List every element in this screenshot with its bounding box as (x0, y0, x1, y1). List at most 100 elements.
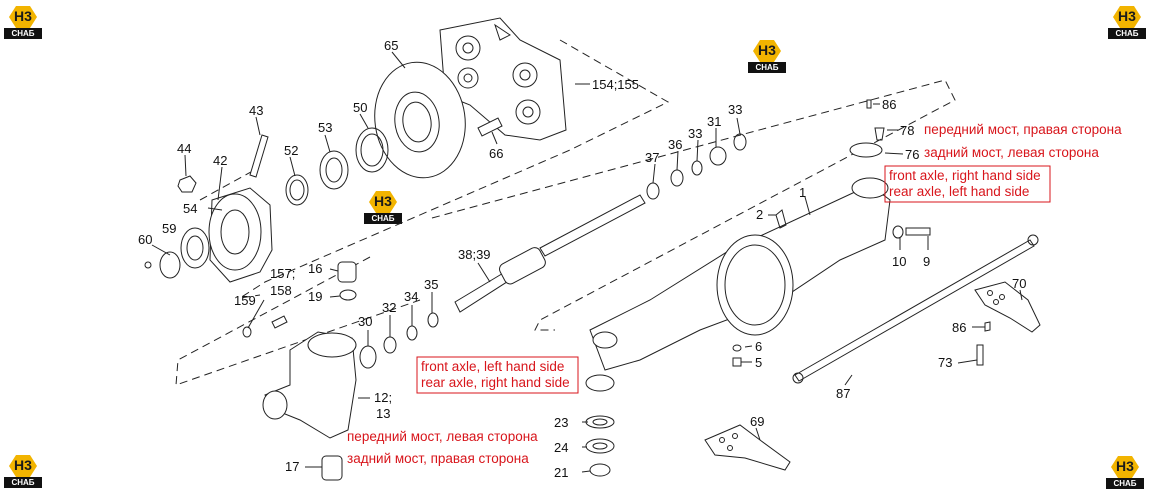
part-label-23: 23 (554, 415, 568, 430)
part-label-70: 70 (1012, 276, 1026, 291)
annotation-box-right (884, 165, 1051, 203)
logo-text: Н3 (14, 457, 32, 473)
annotation-left-ru-rear: задний мост, правая сторона (347, 451, 529, 466)
drive-shaft (454, 194, 646, 313)
logo-text: Н3 (374, 193, 392, 209)
logo-subtext: СНАБ (1108, 28, 1146, 39)
assembly-lines (175, 39, 956, 386)
nut-60 (159, 251, 181, 279)
part-label-59: 59 (162, 221, 176, 236)
annotation-left-en-rear: rear axle, right hand side (421, 375, 570, 390)
part-label-19: 19 (308, 289, 322, 304)
logo-subtext: СНАБ (4, 28, 42, 39)
steering-arm-70 (974, 281, 1041, 333)
cover-76 (849, 142, 883, 158)
part-label-36: 36 (668, 137, 682, 152)
annotation-left-ru-front: передний мост, левая сторона (347, 429, 538, 444)
steering-arm-69 (704, 424, 791, 471)
part-label-86: 86 (882, 97, 896, 112)
part-label-60: 60 (138, 232, 152, 247)
part-label-43: 43 (249, 103, 263, 118)
bushing-16 (337, 261, 357, 283)
part-label-17: 17 (285, 459, 299, 474)
axle-housing (585, 177, 891, 392)
bolt-9 (905, 227, 931, 236)
part-label-16: 16 (308, 261, 322, 276)
plug-5 (732, 357, 742, 367)
part-label-44: 44 (177, 141, 191, 156)
washer-10 (892, 225, 904, 239)
brake-disc (374, 61, 466, 179)
brand-logo: Н3 СНАБ (4, 455, 42, 489)
bearing-19 (339, 289, 357, 301)
bolt-73 (976, 344, 984, 366)
wheel-hub (208, 187, 273, 283)
logo-text: Н3 (1118, 8, 1136, 24)
washer-159 (242, 326, 252, 338)
part-label-154: 154;155 (592, 77, 639, 92)
bolt-78 (874, 127, 885, 141)
logo-text: Н3 (1116, 458, 1134, 474)
steering-knuckle (262, 331, 357, 439)
stud-66 (477, 117, 503, 137)
brand-logo: Н3 СНАБ (1106, 456, 1144, 490)
part-label-10: 10 (892, 254, 906, 269)
part-label-42: 42 (213, 153, 227, 168)
brand-logo: Н3 СНАБ (1108, 6, 1146, 40)
washer-6 (732, 344, 742, 352)
bearing-53 (319, 150, 349, 190)
bolt-2 (775, 209, 787, 229)
seal-24 (585, 438, 615, 454)
brake-caliper (439, 17, 567, 141)
part-label-33: 33 (728, 102, 742, 117)
annotation-right-en-rear: rear axle, left hand side (889, 184, 1029, 199)
part-label-13: 13 (376, 406, 390, 421)
bolt-86 (866, 99, 872, 109)
leader-lines (151, 51, 1023, 473)
part-label-12: 12; (374, 390, 392, 405)
ring-52 (285, 174, 309, 206)
part-label-54: 54 (183, 201, 197, 216)
bushing-17 (321, 455, 343, 481)
logo-subtext: СНАБ (4, 477, 42, 488)
nut-44 (177, 175, 197, 193)
part-label-73: 73 (938, 355, 952, 370)
logo-text: Н3 (14, 8, 32, 24)
logo-subtext: СНАБ (1106, 478, 1144, 489)
logo-text: Н3 (758, 42, 776, 58)
part-label-33: 33 (688, 126, 702, 141)
bolt-158 (271, 315, 288, 329)
part-label-158: 158 (270, 283, 292, 298)
part-label-50: 50 (353, 100, 367, 115)
seal-50 (355, 127, 389, 173)
part-label-86: 86 (952, 320, 966, 335)
part-label-5: 5 (755, 355, 762, 370)
part-label-34: 34 (404, 289, 418, 304)
part-label-2: 2 (756, 207, 763, 222)
part-label-9: 9 (923, 254, 930, 269)
part-label-37: 37 (645, 150, 659, 165)
part-label-53: 53 (318, 120, 332, 135)
part-label-69: 69 (750, 414, 764, 429)
part-label-30: 30 (358, 314, 372, 329)
bolt-43 (249, 134, 269, 178)
part-label-159: 159 (234, 293, 256, 308)
brand-logo: Н3 СНАБ (364, 191, 402, 225)
part-label-32: 32 (382, 300, 396, 315)
part-label-65: 65 (384, 38, 398, 53)
part-label-157: 157; (270, 266, 295, 281)
annotation-box-left (416, 356, 579, 394)
part-label-24: 24 (554, 440, 568, 455)
brand-logo: Н3 СНАБ (4, 6, 42, 40)
annotation-left-en-front: front axle, left hand side (421, 359, 564, 374)
brand-logo: Н3 СНАБ (748, 40, 786, 74)
washer-23 (585, 415, 615, 429)
part-label-3839: 38;39 (458, 247, 491, 262)
bolt-86b (984, 321, 991, 332)
bearing-21 (589, 463, 611, 477)
logo-subtext: СНАБ (748, 62, 786, 73)
bearing-59 (180, 227, 210, 269)
part-label-76: 76 (905, 147, 919, 162)
annotation-right-ru-rear: задний мост, левая сторона (924, 145, 1099, 160)
